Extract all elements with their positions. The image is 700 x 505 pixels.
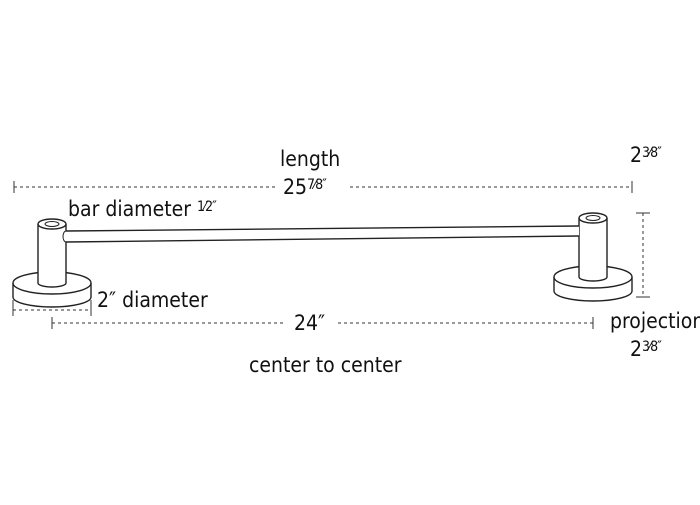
length-whole: 25 — [283, 175, 308, 199]
length-label: length — [280, 149, 340, 170]
base-diameter-label: 2″ diameter — [97, 290, 208, 311]
length-value: 257⁄8″ — [283, 175, 327, 199]
length-title: length — [280, 147, 341, 171]
projection-fraction: 3⁄8″ — [642, 339, 662, 355]
center-distance-text: 24″ — [294, 311, 326, 335]
center-to-center-label: center to center — [249, 355, 402, 376]
projection-value: 23⁄8″ — [630, 337, 662, 361]
projection-title: projection — [610, 309, 700, 333]
bar-diameter-text: bar diameter — [68, 197, 197, 221]
bar-diameter-fraction: 1⁄2″ — [196, 199, 217, 215]
right-mount — [553, 212, 633, 302]
projection-dimension — [636, 212, 650, 298]
projection-label: projection — [610, 311, 700, 332]
center-distance-dimension — [51, 317, 594, 329]
top-right-fraction: 3⁄8″ — [642, 145, 662, 161]
base-diameter-text: 2″ diameter — [97, 288, 208, 312]
towel-bar — [62, 225, 580, 243]
projection-whole: 2 — [630, 337, 643, 361]
top-right-whole: 2 — [630, 143, 643, 167]
top-right-value: 23⁄8″ — [630, 143, 662, 167]
bar-diameter-label: bar diameter 1⁄2″ — [68, 197, 217, 221]
length-dimension-line — [13, 181, 633, 193]
center-distance-value: 24″ — [294, 313, 325, 334]
left-mount — [12, 218, 92, 308]
length-fraction: 7⁄8″ — [307, 177, 327, 193]
base-diameter-dimension — [12, 300, 92, 316]
center-to-center-text: center to center — [249, 353, 402, 377]
